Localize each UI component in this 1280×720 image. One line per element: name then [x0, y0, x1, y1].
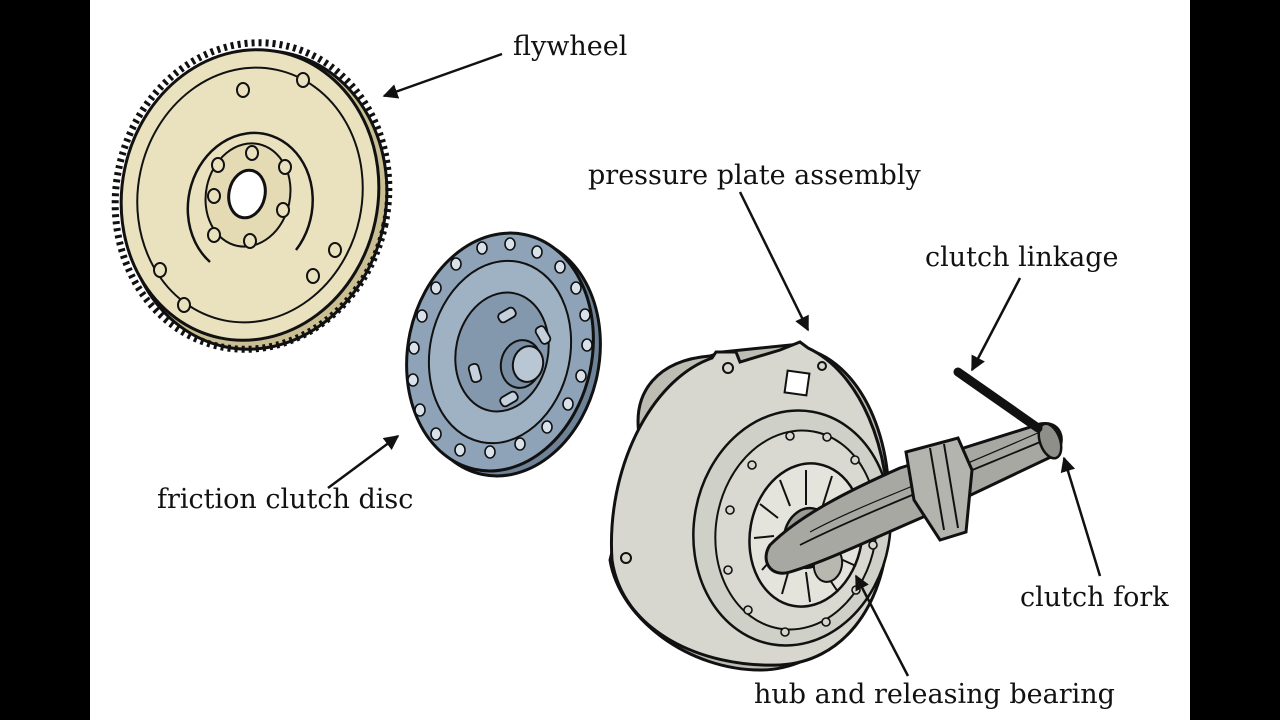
leader-arrows	[327, 52, 1102, 677]
diagram-canvas: flywheel pressure plate assembly clutch …	[90, 0, 1190, 720]
clutch-disc-icon	[405, 231, 602, 478]
flywheel-icon	[111, 39, 393, 353]
clutch-fork-arrow	[1060, 456, 1102, 577]
release-bearing-arrow	[854, 574, 910, 677]
pressure-plate-icon	[608, 340, 892, 672]
clutch-linkage-icon	[953, 367, 1043, 433]
label-flywheel: flywheel	[513, 31, 628, 62]
pressure-plate-arrow	[738, 191, 810, 332]
clutch-linkage-arrow	[970, 277, 1022, 372]
clutch-fork-icon	[764, 422, 1063, 575]
label-friction-clutch-disc: friction clutch disc	[157, 484, 414, 515]
label-hub-and-releasing-bearing: hub and releasing bearing	[754, 679, 1115, 710]
clutch-exploded-diagram	[111, 39, 1102, 677]
label-pressure-plate-assembly: pressure plate assembly	[588, 160, 921, 191]
flywheel-arrow	[382, 52, 503, 99]
friction-disc-arrow	[327, 434, 400, 490]
label-clutch-linkage: clutch linkage	[925, 242, 1119, 273]
label-clutch-fork: clutch fork	[1020, 582, 1169, 613]
